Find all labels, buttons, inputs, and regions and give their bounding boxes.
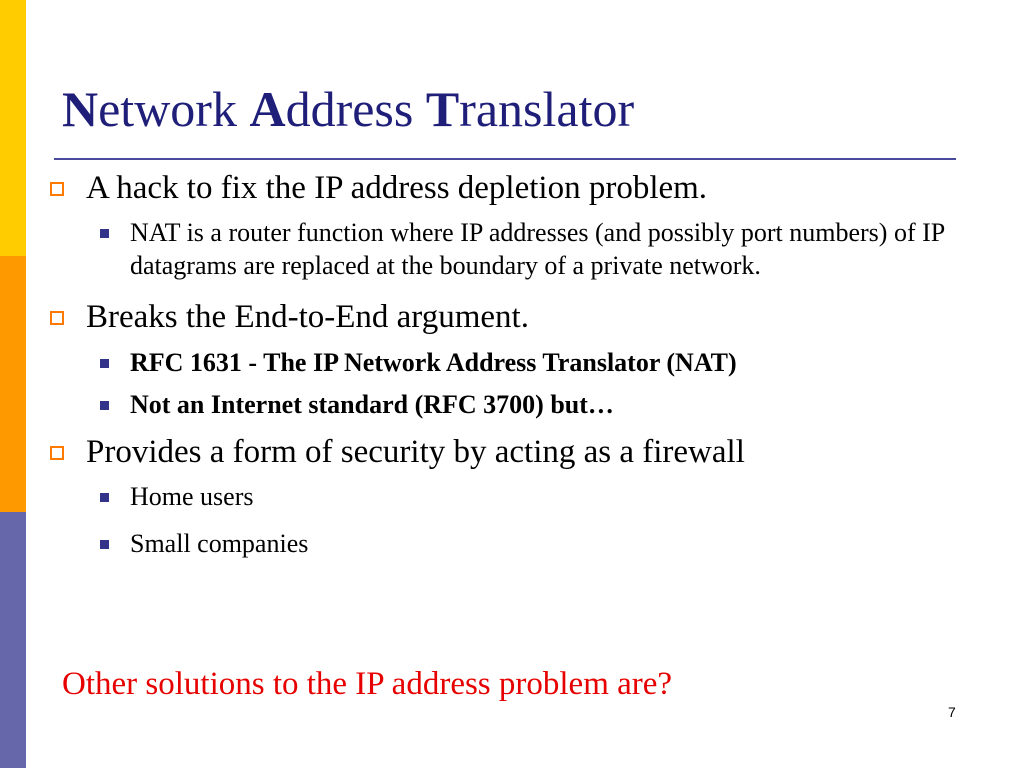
bullet-text: Provides a form of security by acting as… <box>86 434 745 470</box>
stripe-middle <box>0 256 26 512</box>
stripe-top <box>0 0 26 256</box>
sub-bullet-item: Small companies <box>100 527 990 560</box>
sub-bullet-text: Not an Internet standard (RFC 3700) but… <box>130 390 614 419</box>
title-initial-t: T <box>425 81 460 137</box>
sub-bullet-text: Small companies <box>130 529 309 558</box>
slide-title: Network Address Translator <box>62 84 634 134</box>
bullet-list: A hack to fix the IP address depletion p… <box>50 168 990 560</box>
closing-question: Other solutions to the IP address proble… <box>62 666 673 702</box>
sub-bullet-text: RFC 1631 - The IP Network Address Transl… <box>130 348 737 377</box>
sub-bullet-text: Home users <box>130 482 254 511</box>
bullet-item: A hack to fix the IP address depletion p… <box>50 168 990 208</box>
sub-bullet-item: NAT is a router function where IP addres… <box>100 216 990 282</box>
stripe-bottom <box>0 512 26 768</box>
bullet-item: Breaks the End-to-End argument. <box>50 297 990 337</box>
bullet-text: A hack to fix the IP address depletion p… <box>86 170 708 206</box>
sub-bullet-item: Home users <box>100 480 990 513</box>
title-initial-a: A <box>249 81 286 137</box>
title-part-ddress: ddress <box>285 81 426 137</box>
square-bullet-icon <box>50 446 64 460</box>
square-bullet-icon <box>50 182 64 196</box>
title-part-etwork: etwork <box>98 81 250 137</box>
sub-bullet-text: NAT is a router function where IP addres… <box>130 218 945 280</box>
sub-bullet-item: Not an Internet standard (RFC 3700) but… <box>100 388 990 421</box>
title-initial-n: N <box>62 81 99 137</box>
title-underline <box>54 158 956 160</box>
sub-bullet-item: RFC 1631 - The IP Network Address Transl… <box>100 346 990 379</box>
square-bullet-icon <box>50 311 64 325</box>
page-number: 7 <box>948 704 956 720</box>
title-part-ranslator: ranslator <box>459 81 635 137</box>
filled-square-bullet-icon <box>100 493 109 502</box>
filled-square-bullet-icon <box>100 359 109 368</box>
filled-square-bullet-icon <box>100 229 109 238</box>
bullet-text: Breaks the End-to-End argument. <box>86 299 529 335</box>
filled-square-bullet-icon <box>100 401 109 410</box>
bullet-item: Provides a form of security by acting as… <box>50 432 990 472</box>
filled-square-bullet-icon <box>100 540 109 549</box>
